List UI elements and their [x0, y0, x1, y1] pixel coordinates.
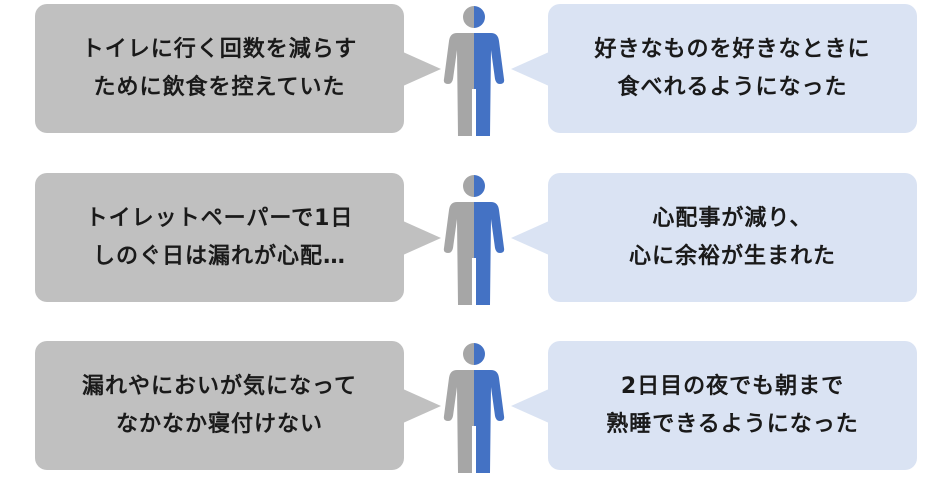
- person-icon: [443, 343, 505, 473]
- person-icon: [443, 175, 505, 305]
- before-bubble: 漏れやにおいが気になって なかなか寝付けない: [35, 341, 404, 470]
- after-text: 心配事が減り、 心に余裕が生まれた: [628, 205, 836, 269]
- after-text: 好きなものを好きなときに 食べれるようになった: [594, 36, 871, 100]
- comparison-row-1: トイレに行く回数を減らす ために飲食を控えていた 好きなものを好きなときに 食べ…: [0, 4, 951, 136]
- after-bubble: 2日目の夜でも朝まで 熟睡できるようになった: [548, 341, 917, 470]
- after-bubble: 好きなものを好きなときに 食べれるようになった: [548, 4, 917, 133]
- before-bubble-tail: [403, 221, 441, 255]
- comparison-row-2: トイレットペーパーで1日 しのぐ日は漏れが心配… 心配事が減り、 心に余裕が生ま…: [0, 173, 951, 305]
- person-icon: [443, 6, 505, 136]
- after-bubble-tail: [511, 52, 549, 86]
- before-text: トイレに行く回数を減らす ために飲食を控えていた: [81, 36, 358, 100]
- before-text: トイレットペーパーで1日 しのぐ日は漏れが心配…: [85, 205, 354, 269]
- before-bubble-tail: [403, 389, 441, 423]
- after-bubble: 心配事が減り、 心に余裕が生まれた: [548, 173, 917, 302]
- before-bubble: トイレに行く回数を減らす ために飲食を控えていた: [35, 4, 404, 133]
- before-text: 漏れやにおいが気になって なかなか寝付けない: [82, 373, 357, 437]
- before-bubble-tail: [403, 52, 441, 86]
- after-bubble-tail: [511, 389, 549, 423]
- before-bubble: トイレットペーパーで1日 しのぐ日は漏れが心配…: [35, 173, 404, 302]
- after-bubble-tail: [511, 221, 549, 255]
- comparison-row-3: 漏れやにおいが気になって なかなか寝付けない 2日目の夜でも朝まで 熟睡できるよ…: [0, 341, 951, 473]
- after-text: 2日目の夜でも朝まで 熟睡できるようになった: [606, 373, 859, 437]
